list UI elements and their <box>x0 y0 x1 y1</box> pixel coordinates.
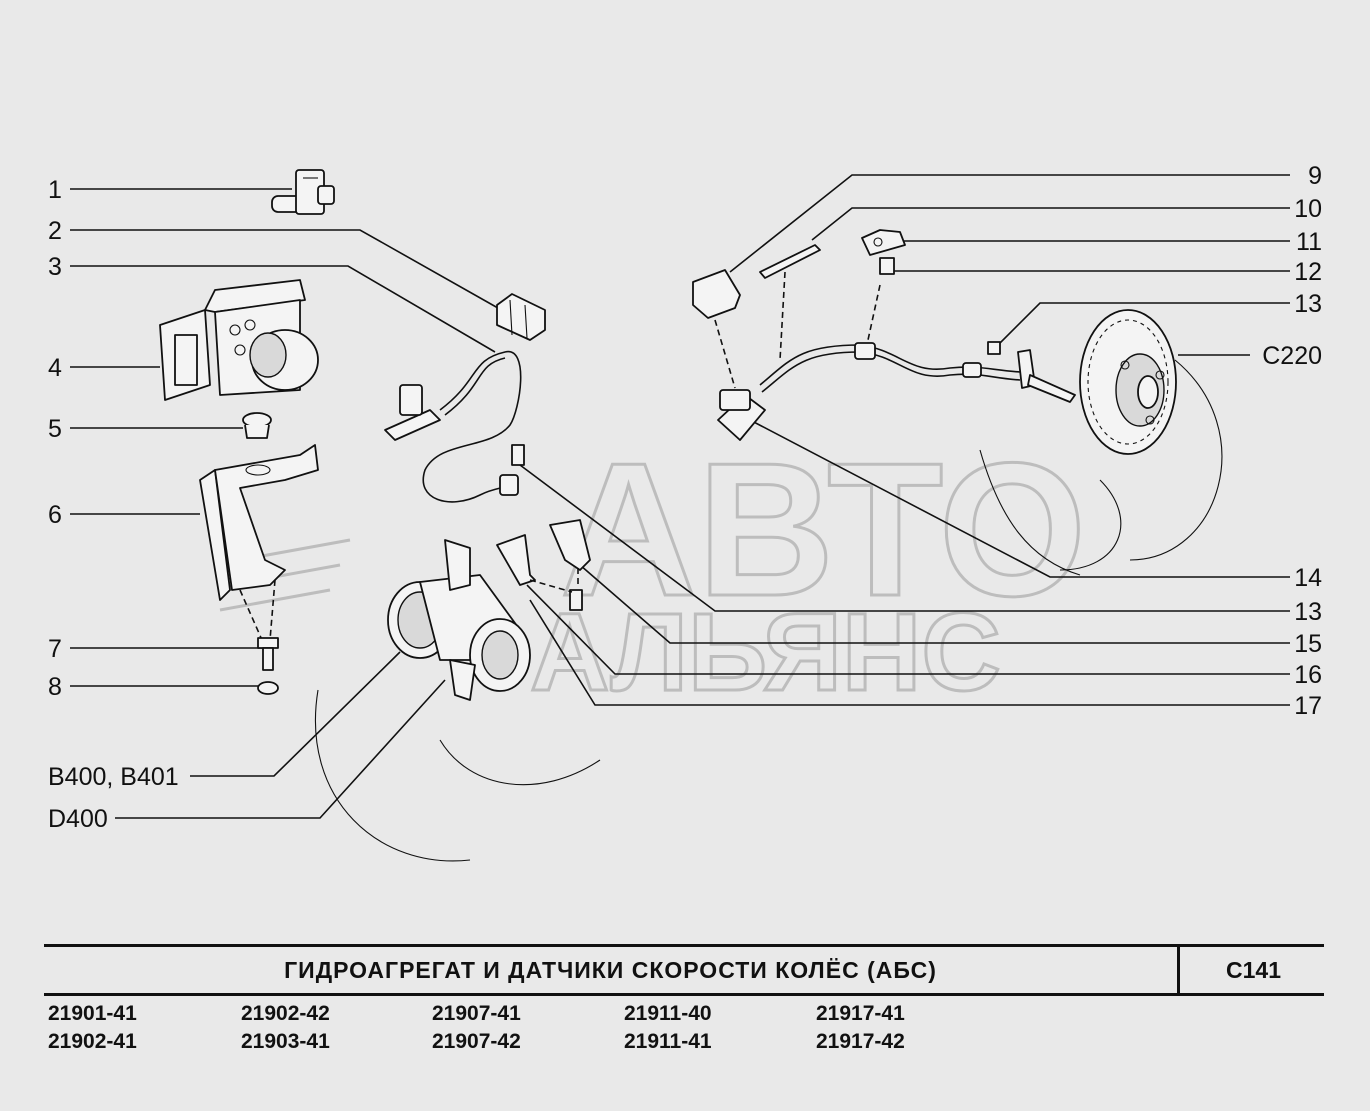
callout-15: 15 <box>1294 630 1322 658</box>
callout-10: 10 <box>1294 195 1322 223</box>
part-6-bracket <box>199 444 319 601</box>
callout-16: 16 <box>1294 661 1322 689</box>
part-5-grommet <box>242 412 272 439</box>
part-11-bracket <box>861 229 906 256</box>
part-9-clip <box>692 269 741 389</box>
part-c220-tone-ring-disc <box>1079 309 1177 455</box>
part-12-bolt <box>867 257 895 341</box>
callout-13-front: 13 <box>1294 598 1322 626</box>
callout-11: 11 <box>1296 228 1322 256</box>
part-3-sensor-cable <box>384 351 522 503</box>
title-block: ГИДРОАГРЕГАТ И ДАТЧИКИ СКОРОСТИ КОЛЁС (А… <box>44 944 1324 996</box>
callout-13-rear: 13 <box>1294 290 1322 318</box>
callout-2: 2 <box>48 217 62 245</box>
leader-lines-right <box>519 174 1290 706</box>
model-column-4: 21911-40 21911-41 <box>624 1000 804 1056</box>
model-code: 21901-41 <box>48 1002 137 1025</box>
model-column-3: 21907-41 21907-42 <box>432 1000 612 1056</box>
background-wheel-sketch <box>314 359 1223 862</box>
callout-5: 5 <box>48 415 62 443</box>
callout-9: 9 <box>1308 162 1322 190</box>
part-10-tie-strap <box>759 244 821 361</box>
part-1-connector <box>271 169 335 215</box>
model-column-5: 21917-41 21917-42 <box>816 1000 996 1056</box>
callout-6: 6 <box>48 501 62 529</box>
callouts-left: 1 2 3 4 5 6 7 8 B400, B401 D400 <box>48 176 179 833</box>
model-code: 21907-42 <box>432 1030 521 1053</box>
callout-4: 4 <box>48 354 62 382</box>
diagram-title: ГИДРОАГРЕГАТ И ДАТЧИКИ СКОРОСТИ КОЛЁС (А… <box>284 957 937 983</box>
model-code: 21902-41 <box>48 1030 137 1053</box>
callout-1: 1 <box>48 176 62 204</box>
callout-b400-b401: B400, B401 <box>48 763 179 791</box>
model-list: 21901-41 21902-41 21902-42 21903-41 2190… <box>48 1000 1048 1060</box>
callout-7: 7 <box>48 635 62 663</box>
model-code: 21902-42 <box>241 1002 330 1025</box>
model-code: 21911-41 <box>624 1030 712 1053</box>
callout-14: 14 <box>1294 564 1322 592</box>
model-code: 21917-42 <box>816 1030 905 1053</box>
model-code: 21917-41 <box>816 1002 905 1025</box>
diagram-code: C141 <box>1177 947 1327 993</box>
model-code: 21903-41 <box>241 1030 330 1053</box>
watermark-line-2: АЛЬЯНС <box>530 591 1001 714</box>
callout-3: 3 <box>48 253 62 281</box>
part-4-abs-unit <box>159 279 319 401</box>
part-2-clip <box>496 293 546 341</box>
front-sensor-brackets <box>496 444 591 611</box>
callouts-right: 9 10 11 12 13 C220 14 13 15 16 17 <box>1262 162 1322 720</box>
model-code: 21907-41 <box>432 1002 521 1025</box>
callout-12: 12 <box>1294 258 1322 286</box>
watermark: АВТО АЛЬЯНС <box>219 423 1088 716</box>
model-column-2: 21902-42 21903-41 <box>241 1000 421 1056</box>
callout-c220: C220 <box>1262 342 1322 370</box>
model-code: 21911-40 <box>624 1002 712 1025</box>
callout-17: 17 <box>1294 692 1322 720</box>
callout-8: 8 <box>48 673 62 701</box>
callout-d400: D400 <box>48 805 108 833</box>
front-hub-knuckle <box>387 539 531 701</box>
leader-lines-left <box>70 188 506 819</box>
model-column-1: 21901-41 21902-41 <box>48 1000 228 1056</box>
rear-sensor-cable <box>717 341 1076 441</box>
part-7-8-bolt-washer <box>239 579 279 695</box>
